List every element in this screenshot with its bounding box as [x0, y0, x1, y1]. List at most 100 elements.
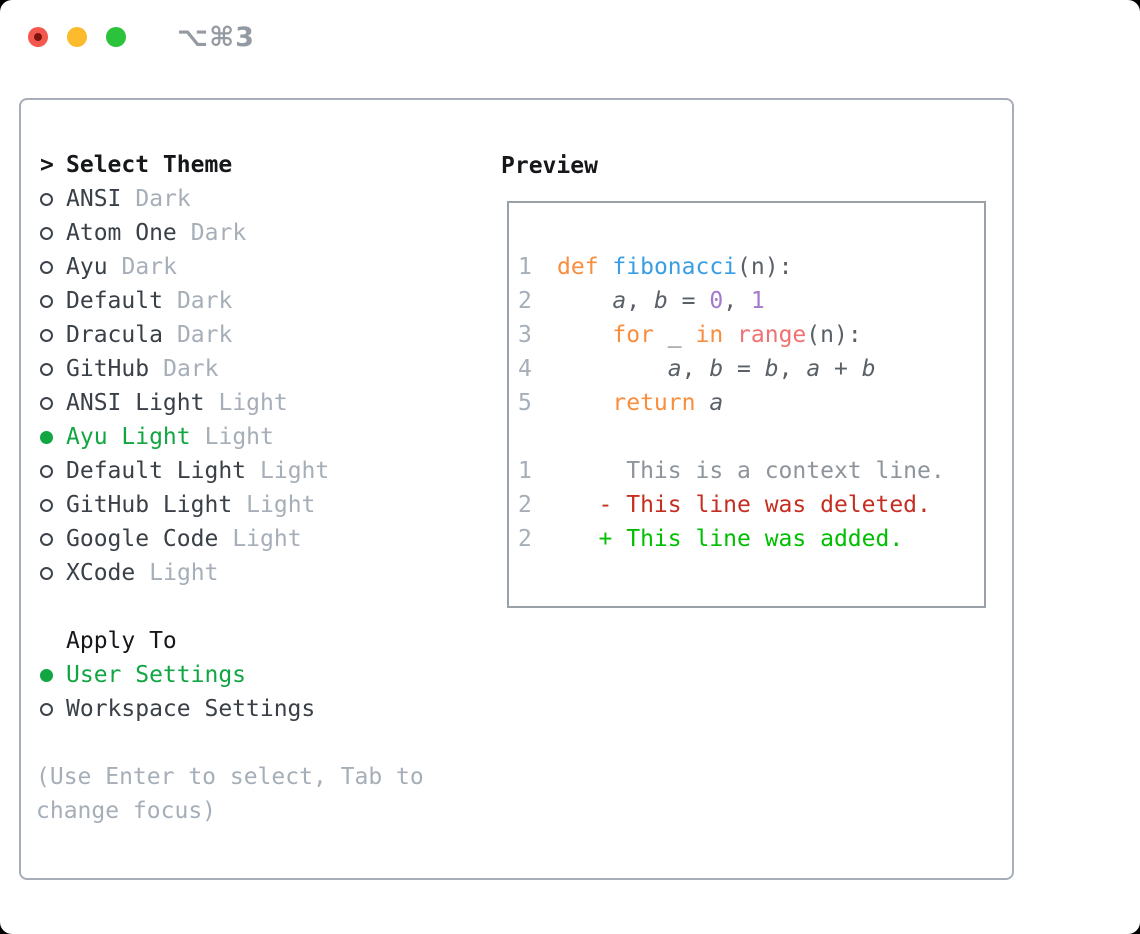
- variant-tag: Light: [204, 424, 274, 450]
- variant-tag: Dark: [176, 288, 233, 314]
- line-number: 4: [518, 356, 532, 382]
- radio-icon: [40, 328, 66, 342]
- theme-option-github[interactable]: GitHub Dark: [40, 352, 454, 386]
- radio-icon: [40, 464, 66, 478]
- radio-icon: [40, 226, 66, 240]
- close-button[interactable]: [28, 27, 48, 47]
- theme-option-default[interactable]: Default Dark: [40, 284, 454, 318]
- theme-option-google-code[interactable]: Google Code Light: [40, 522, 454, 556]
- theme-option-ayu-light[interactable]: Ayu Light Light: [40, 420, 454, 454]
- code-text: return a: [612, 390, 724, 416]
- variant-tag: Light: [260, 458, 330, 484]
- code-line: 5 return a: [518, 386, 984, 420]
- spacer: [40, 726, 454, 760]
- diff-preview: 1 This is a context line.2 - This line w…: [518, 454, 984, 556]
- radio-icon: [40, 396, 66, 410]
- variant-tag: Light: [232, 526, 302, 552]
- diff-text: - This line was deleted.: [557, 492, 931, 518]
- radio-icon: [40, 294, 66, 308]
- titlebar: ⌥⌘3: [28, 22, 255, 53]
- theme-option-xcode[interactable]: XCode Light: [40, 556, 454, 590]
- focus-arrow-icon: >: [40, 152, 54, 178]
- theme-option-ayu[interactable]: Ayu Dark: [40, 250, 454, 284]
- radio-icon: [40, 532, 66, 546]
- theme-option-github-light[interactable]: GitHub Light Light: [40, 488, 454, 522]
- code-line: 2 a, b = 0, 1: [518, 284, 984, 318]
- theme-option-ansi[interactable]: ANSI Dark: [40, 182, 454, 216]
- variant-tag: Dark: [163, 356, 219, 382]
- radio-icon: [40, 566, 66, 580]
- option-label: User Settings: [66, 662, 247, 688]
- line-number: 5: [518, 390, 532, 416]
- diff-text: This is a context line.: [557, 458, 945, 484]
- diff-text: + This line was added.: [557, 526, 904, 552]
- apply-option-user-settings[interactable]: User Settings: [40, 658, 454, 692]
- variant-tag: Dark: [176, 322, 233, 348]
- option-label: ANSI: [66, 186, 122, 212]
- code-text: def fibonacci(n):: [557, 254, 793, 280]
- option-label: Default Light: [66, 458, 247, 484]
- option-label: Ayu: [66, 254, 108, 280]
- line-number: 2: [518, 526, 532, 552]
- option-label: Atom One: [66, 220, 177, 246]
- radio-selected-icon: [40, 430, 66, 444]
- diff-line-added: 2 + This line was added.: [518, 522, 984, 556]
- code-text: for _ in range(n):: [612, 322, 862, 348]
- code-text: a, b = b, a + b: [667, 356, 876, 382]
- radio-selected-icon: [40, 668, 66, 682]
- line-number: 1: [518, 458, 532, 484]
- apply-to-title: Apply To: [66, 628, 177, 654]
- variant-tag: Light: [218, 390, 288, 416]
- maximize-button[interactable]: [106, 27, 126, 47]
- variant-tag: Dark: [135, 186, 191, 212]
- unsaved-dot-icon: [34, 33, 42, 41]
- blank-line: [518, 420, 984, 454]
- radio-icon: [40, 498, 66, 512]
- code-line: 1 def fibonacci(n):: [518, 250, 984, 284]
- diff-line-deleted: 2 - This line was deleted.: [518, 488, 984, 522]
- theme-option-atom-one[interactable]: Atom One Dark: [40, 216, 454, 250]
- line-number: 2: [518, 492, 532, 518]
- select-theme-title: Select Theme: [66, 152, 233, 178]
- option-label: ANSI Light: [66, 390, 205, 416]
- preview-title: Preview: [501, 153, 598, 179]
- line-number: 1: [518, 254, 532, 280]
- spacer: [40, 590, 454, 624]
- option-label: Default: [66, 288, 163, 314]
- option-label: Workspace Settings: [66, 696, 316, 722]
- radio-icon: [40, 192, 66, 206]
- apply-to-header: Apply To: [40, 624, 454, 658]
- option-label: GitHub Light: [66, 492, 233, 518]
- theme-option-dracula[interactable]: Dracula Dark: [40, 318, 454, 352]
- line-number: 3: [518, 322, 532, 348]
- variant-tag: Light: [246, 492, 316, 518]
- option-label: Dracula: [66, 322, 163, 348]
- code-line: 3 for _ in range(n):: [518, 318, 984, 352]
- option-label: Ayu Light: [66, 424, 191, 450]
- variant-tag: Light: [149, 560, 219, 586]
- help-text: (Use Enter to select, Tab to change focu…: [36, 764, 424, 824]
- theme-option-default-light[interactable]: Default Light Light: [40, 454, 454, 488]
- line-number: 2: [518, 288, 532, 314]
- option-label: Google Code: [66, 526, 219, 552]
- option-label: XCode: [66, 560, 136, 586]
- radio-icon: [40, 362, 66, 376]
- diff-line-context: 1 This is a context line.: [518, 454, 984, 488]
- apply-option-workspace-settings[interactable]: Workspace Settings: [40, 692, 454, 726]
- select-theme-header: > Select Theme: [40, 148, 454, 182]
- theme-option-ansi-light[interactable]: ANSI Light Light: [40, 386, 454, 420]
- window-shortcut-label: ⌥⌘3: [177, 21, 255, 53]
- option-label: GitHub: [66, 356, 150, 382]
- variant-tag: Dark: [190, 220, 247, 246]
- variant-tag: Dark: [121, 254, 177, 280]
- radio-icon: [40, 260, 66, 274]
- minimize-button[interactable]: [67, 27, 87, 47]
- code-line: 4 a, b = b, a + b: [518, 352, 984, 386]
- code-text: a, b = 0, 1: [612, 288, 765, 314]
